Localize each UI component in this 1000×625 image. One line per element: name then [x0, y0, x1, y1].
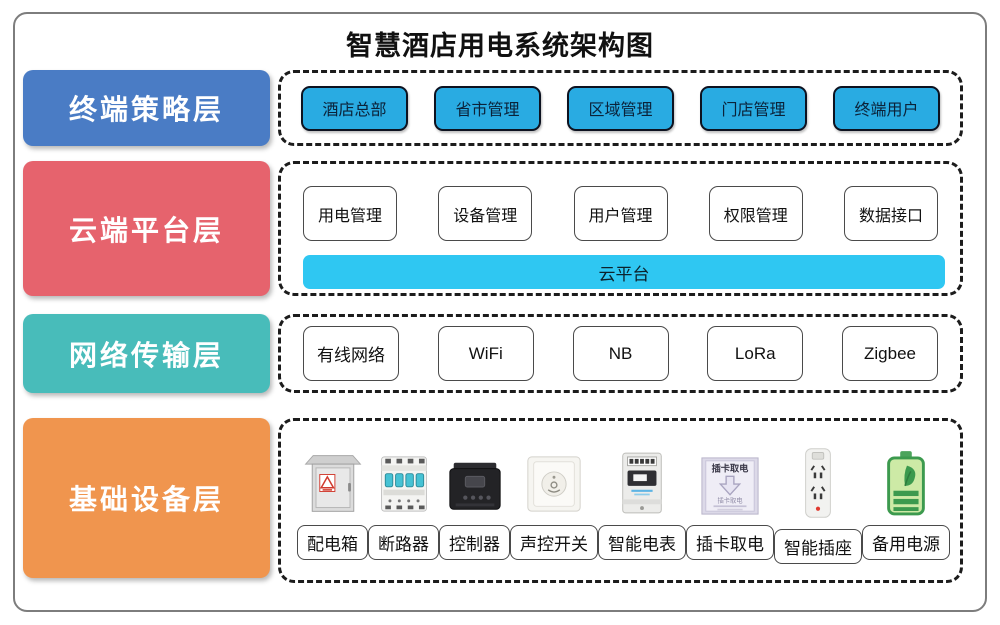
network-nb: NB [572, 326, 669, 381]
smart-socket-image [798, 445, 838, 521]
cloud-feature-row: 用电管理 设备管理 用户管理 权限管理 数据接口 [281, 164, 960, 241]
backup-battery-image [878, 445, 934, 517]
network-wired: 有线网络 [303, 326, 399, 381]
layer-label-terminal-strategy: 终端策略层 [23, 70, 270, 146]
controller-image [444, 445, 506, 517]
network-lora: LoRa [707, 326, 804, 381]
device-item: 备用电源 [862, 445, 950, 560]
device-row: 配电箱 [281, 421, 960, 580]
network-zigbee: Zigbee [842, 326, 938, 381]
distribution-box-image [303, 445, 363, 517]
card-power-switch-image: 插卡取电 插卡取电 [698, 445, 762, 517]
device-label: 智能电表 [598, 525, 686, 560]
device-item: 声控开关 [510, 445, 598, 560]
node-store-mgmt: 门店管理 [700, 85, 807, 131]
device-label: 备用电源 [862, 525, 950, 560]
feature-equipment-mgmt: 设备管理 [438, 186, 533, 241]
device-label: 声控开关 [510, 525, 598, 560]
node-hotel-hq: 酒店总部 [301, 85, 408, 131]
card-power-image-subtitle: 插卡取电 [717, 495, 743, 504]
device-label: 智能插座 [774, 529, 862, 564]
layer-label-cloud-platform: 云端平台层 [23, 161, 270, 296]
layer-label-text: 网络传输层 [68, 339, 224, 371]
device-label: 插卡取电 [686, 525, 774, 560]
card-power-image-title: 插卡取电 [712, 462, 750, 473]
feature-permission-mgmt: 权限管理 [708, 186, 803, 241]
device-item: 断路器 [368, 445, 439, 560]
device-item: 控制器 [439, 445, 510, 560]
layer-label-text: 云端平台层 [68, 214, 224, 246]
layer-label-network-transmission: 网络传输层 [23, 314, 270, 393]
layer-label-text: 基础设备层 [68, 484, 224, 515]
base-equipment-group: 配电箱 [278, 418, 963, 583]
terminal-strategy-group: 酒店总部 省市管理 区域管理 门店管理 终端用户 [278, 70, 963, 146]
node-province-city-mgmt: 省市管理 [434, 85, 541, 131]
network-transmission-group: 有线网络 WiFi NB LoRa Zigbee [278, 314, 963, 393]
circuit-breaker-image [375, 445, 433, 517]
node-region-mgmt: 区域管理 [567, 85, 674, 131]
sound-control-switch-image [523, 445, 585, 517]
feature-user-mgmt: 用户管理 [573, 186, 668, 241]
cloud-platform-group: 用电管理 设备管理 用户管理 权限管理 数据接口 云平台 [278, 161, 963, 296]
feature-data-interface: 数据接口 [844, 186, 938, 241]
device-label: 控制器 [439, 525, 510, 560]
network-wifi: WiFi [437, 326, 534, 381]
page-title: 智慧酒店用电系统架构图 [346, 31, 654, 61]
device-label: 断路器 [368, 525, 439, 560]
node-end-user: 终端用户 [833, 85, 940, 131]
device-item: 智能电表 [598, 445, 686, 560]
device-item: 智能插座 [774, 445, 862, 564]
layer-label-text: 终端策略层 [68, 94, 224, 125]
device-item: 插卡取电 插卡取电 插卡取电 [686, 445, 774, 560]
device-label: 配电箱 [297, 525, 368, 560]
layer-label-base-equipment: 基础设备层 [23, 418, 270, 578]
device-item: 配电箱 [297, 445, 368, 560]
smart-meter-image [615, 445, 669, 517]
feature-power-mgmt: 用电管理 [303, 186, 397, 241]
cloud-platform-bar: 云平台 [303, 255, 945, 289]
